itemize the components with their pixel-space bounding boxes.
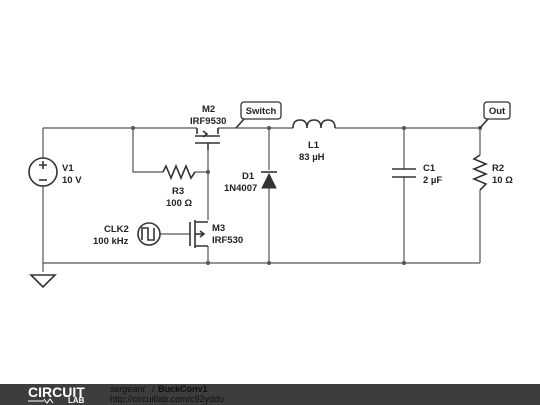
- clk2-name: CLK2: [104, 224, 129, 235]
- switch-net-label[interactable]: Switch: [235, 101, 282, 129]
- v1-source[interactable]: [28, 157, 58, 187]
- l1-value: 83 µH: [299, 152, 325, 163]
- footer-url[interactable]: http://circuitlab.com/c92yddu: [110, 394, 224, 404]
- footer-bar: [0, 384, 540, 405]
- junctions: [131, 126, 482, 265]
- r2-resistor[interactable]: [471, 154, 489, 191]
- junction-dot: [131, 126, 135, 130]
- c1-capacitor[interactable]: [392, 168, 416, 178]
- v1-value: 10 V: [62, 175, 82, 186]
- logo-lab: LAB: [68, 396, 85, 405]
- junction-dot: [267, 126, 271, 130]
- l1-name: L1: [308, 140, 320, 151]
- footer-separator: /: [152, 384, 155, 394]
- junction-dot: [267, 261, 271, 265]
- m2-pmos[interactable]: [195, 128, 220, 150]
- ground-icon: [29, 274, 57, 289]
- c1-value: 2 µF: [423, 175, 442, 186]
- clk2-value: 100 kHz: [93, 236, 129, 247]
- footer-title[interactable]: BuckConv1: [158, 384, 208, 394]
- d1-part: 1N4007: [224, 183, 257, 194]
- m3-nmos[interactable]: [189, 220, 208, 248]
- logo-circuit: CIRCUIT: [28, 384, 85, 400]
- switch-label-text: Switch: [246, 106, 277, 117]
- r2-value: 10 Ω: [492, 175, 513, 186]
- m3-part: IRF530: [212, 235, 243, 246]
- junction-dot: [206, 170, 210, 174]
- m2-part: IRF9530: [190, 116, 226, 127]
- out-net-label[interactable]: Out: [479, 101, 511, 129]
- junction-dot: [402, 261, 406, 265]
- clk2-source[interactable]: [137, 222, 161, 246]
- m2-name: M2: [202, 104, 215, 115]
- r3-resistor[interactable]: [162, 163, 196, 181]
- r2-name: R2: [492, 163, 504, 174]
- l1-inductor[interactable]: [292, 119, 336, 129]
- d1-diode[interactable]: [261, 171, 277, 189]
- c1-name: C1: [423, 163, 436, 174]
- v1-name: V1: [62, 163, 74, 174]
- out-label-text: Out: [489, 106, 506, 117]
- r3-name: R3: [172, 186, 184, 197]
- m3-name: M3: [212, 223, 225, 234]
- junction-dot: [402, 126, 406, 130]
- footer-author[interactable]: sergeant: [110, 384, 146, 394]
- footer: CIRCUIT LAB sergeant / BuckConv1 http://…: [0, 384, 540, 405]
- logo-squiggle-icon: [28, 398, 54, 404]
- d1-name: D1: [242, 171, 255, 182]
- junction-dot: [206, 261, 210, 265]
- r3-value: 100 Ω: [166, 198, 192, 209]
- wires: [42, 127, 482, 272]
